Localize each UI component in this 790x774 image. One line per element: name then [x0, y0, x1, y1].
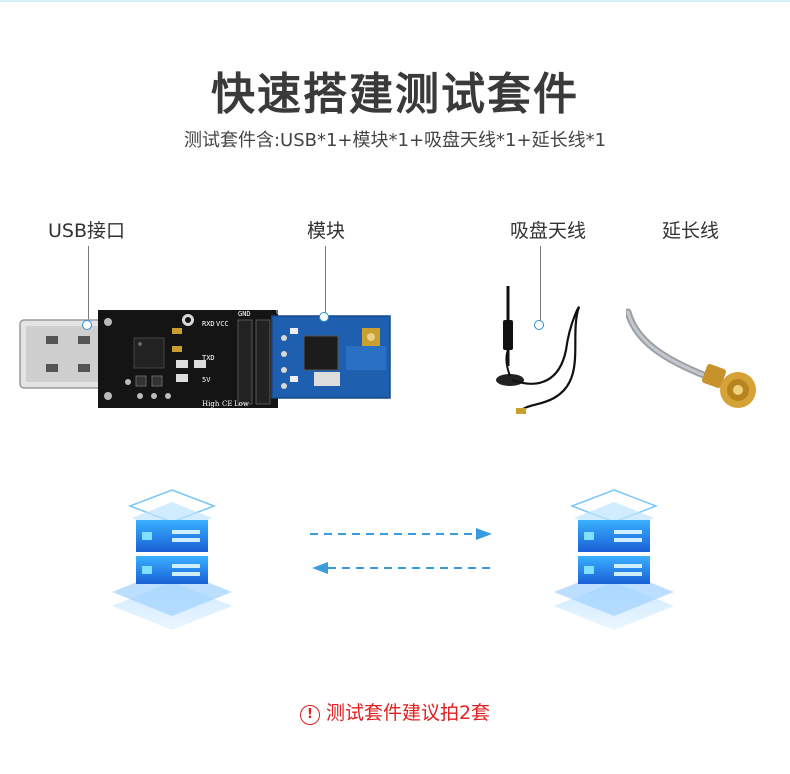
server-stack-icon-left: [112, 489, 232, 630]
board-pin-label: 5V: [202, 376, 211, 384]
server-stack-icon-right: [554, 489, 674, 630]
label-usb-interface: USB接口: [48, 220, 126, 242]
label-suction-antenna: 吸盘天线: [510, 220, 587, 242]
board-pin-label: TXD: [202, 354, 215, 362]
leader-line-antenna: [540, 246, 541, 324]
usb-adapter-illustration: RXD TXD 5V VCC GND High CE Low CC-USB-UA…: [19, 308, 391, 408]
board-pin-label: GND: [238, 310, 251, 318]
exclamation-circle-icon: !: [299, 705, 320, 725]
label-module: 模块: [307, 220, 346, 242]
board-pin-label: Low: [234, 400, 249, 408]
leader-line-module: [325, 246, 326, 318]
page-title: 快速搭建测试套件: [211, 69, 579, 120]
notice: !测试套件建议拍2套: [0, 698, 790, 725]
leader-line-usb: [88, 246, 89, 326]
page-subtitle: 测试套件含:USB*1+模块*1+吸盘天线*1+延长线*1: [183, 130, 607, 151]
marker-dot-module: [319, 312, 329, 322]
suction-antenna-illustration: [496, 286, 580, 414]
marker-dot-usb: [82, 320, 92, 330]
arrow-right-head: [476, 528, 492, 540]
extension-cable-illustration: [626, 308, 756, 408]
notice-text: 测试套件建议拍2套: [325, 702, 491, 724]
board-header-text: CC-USB-UART: [276, 308, 323, 316]
board-pin-label: CE: [222, 400, 232, 408]
label-extension-cable: 延长线: [662, 220, 720, 242]
marker-dot-antenna: [534, 320, 544, 330]
top-divider: [0, 0, 790, 2]
transfer-arrows: [310, 528, 492, 574]
board-pin-label: High: [202, 400, 220, 408]
board-pin-label: VCC: [216, 320, 229, 328]
arrow-left-head: [312, 562, 328, 574]
board-pin-label: RXD: [202, 320, 215, 328]
